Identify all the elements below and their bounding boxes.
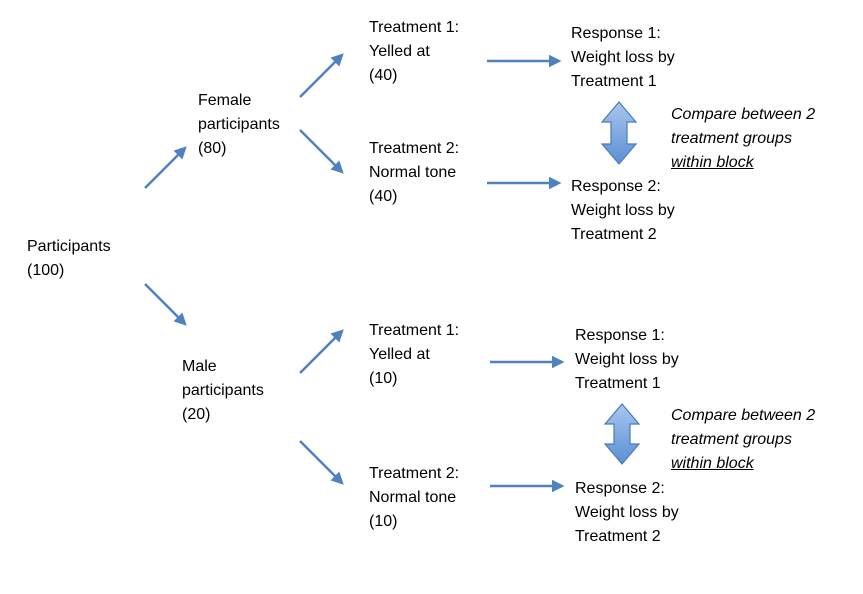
male-note-line1: Compare between 2 <box>671 407 816 424</box>
arrow-male-to-treatment2 <box>299 440 344 485</box>
male-treatment2-count: (10) <box>369 513 398 530</box>
arrow-male-to-treatment1 <box>299 329 344 374</box>
male-response1-treatment: Treatment 1 <box>575 375 661 392</box>
female-response1-desc: Weight loss by <box>571 49 675 66</box>
arrow-root-to-female <box>144 146 187 189</box>
female-response2-title: Response 2: <box>571 178 661 195</box>
male-response2-title: Response 2: <box>575 480 665 497</box>
participants-node: Participants (100) <box>27 235 111 283</box>
male-response1-title: Response 1: <box>575 327 665 344</box>
female-response1-title: Response 1: <box>571 25 661 42</box>
female-compare-note: Compare between 2 treatment groups withi… <box>671 103 815 175</box>
male-compare-note: Compare between 2 treatment groups withi… <box>671 404 815 476</box>
female-response2-node: Response 2: Weight loss by Treatment 2 <box>571 175 675 247</box>
arrow-female-to-treatment2 <box>299 129 344 174</box>
participants-label: Participants <box>27 238 111 255</box>
male-participants-node: Male participants (20) <box>182 355 264 427</box>
female-treatment2-desc: Normal tone <box>369 164 457 181</box>
female-count: (80) <box>198 140 227 157</box>
female-label-line1: Female <box>198 92 252 109</box>
female-note-line2: treatment groups <box>671 130 792 147</box>
male-label-line2: participants <box>182 382 264 399</box>
arrow-female-to-treatment1 <box>299 53 344 98</box>
male-treatment1-node: Treatment 1: Yelled at (10) <box>369 319 459 391</box>
female-treatment1-desc: Yelled at <box>369 43 430 60</box>
female-response1-node: Response 1: Weight loss by Treatment 1 <box>571 22 675 94</box>
male-response1-desc: Weight loss by <box>575 351 679 368</box>
female-note-line1: Compare between 2 <box>671 106 816 123</box>
female-treatment1-count: (40) <box>369 67 398 84</box>
male-response2-desc: Weight loss by <box>575 504 679 521</box>
male-treatment1-title: Treatment 1: <box>369 322 460 339</box>
male-treatment2-title: Treatment 2: <box>369 465 460 482</box>
male-count: (20) <box>182 406 211 423</box>
female-treatment2-title: Treatment 2: <box>369 140 460 157</box>
female-response2-desc: Weight loss by <box>571 202 675 219</box>
male-label-line1: Male <box>182 358 217 375</box>
female-response1-treatment: Treatment 1 <box>571 73 657 90</box>
participants-count: (100) <box>27 262 65 279</box>
male-response2-treatment: Treatment 2 <box>575 528 661 545</box>
female-treatment1-title: Treatment 1: <box>369 19 460 36</box>
male-treatment1-count: (10) <box>369 370 398 387</box>
male-treatment1-desc: Yelled at <box>369 346 430 363</box>
female-label-line2: participants <box>198 116 280 133</box>
male-note-line2: treatment groups <box>671 431 792 448</box>
female-treatment2-count: (40) <box>369 188 398 205</box>
female-response2-treatment: Treatment 2 <box>571 226 657 243</box>
female-compare-double-arrow <box>600 101 638 165</box>
male-treatment2-desc: Normal tone <box>369 489 457 506</box>
male-treatment2-node: Treatment 2: Normal tone (10) <box>369 462 459 534</box>
female-treatment1-node: Treatment 1: Yelled at (40) <box>369 16 459 88</box>
male-response1-node: Response 1: Weight loss by Treatment 1 <box>575 324 679 396</box>
arrow-root-to-male <box>144 283 187 326</box>
male-compare-double-arrow <box>603 403 641 465</box>
female-participants-node: Female participants (80) <box>198 89 280 161</box>
female-note-line3: within block <box>671 154 754 171</box>
female-treatment2-node: Treatment 2: Normal tone (40) <box>369 137 459 209</box>
male-note-line3: within block <box>671 455 754 472</box>
male-response2-node: Response 2: Weight loss by Treatment 2 <box>575 477 679 549</box>
